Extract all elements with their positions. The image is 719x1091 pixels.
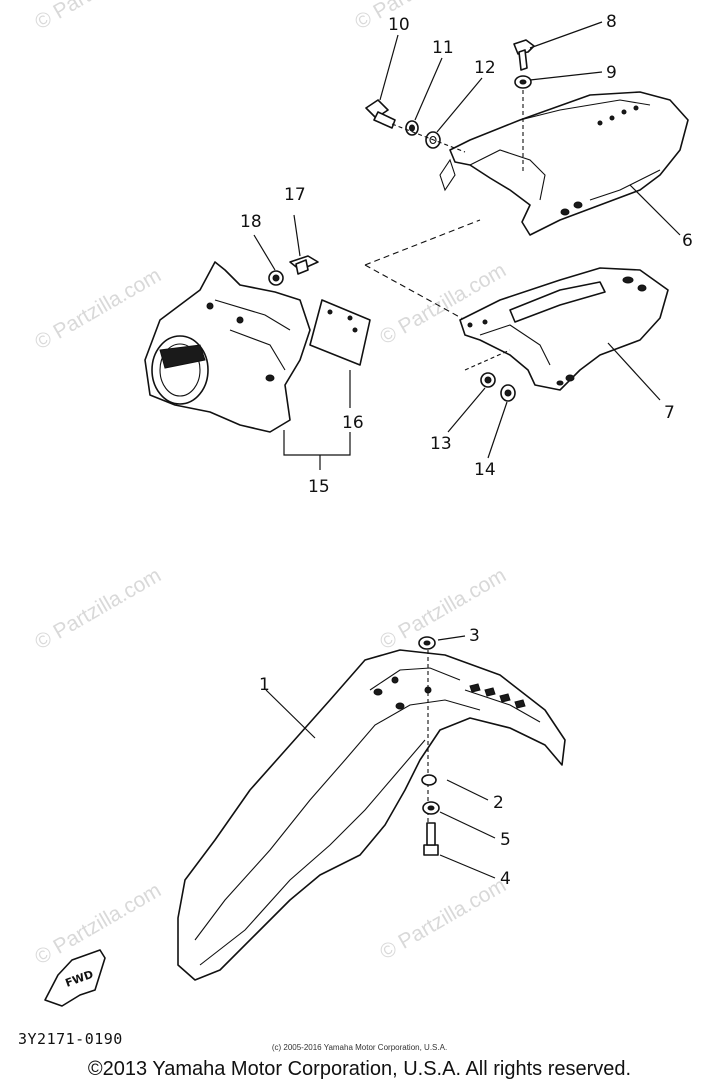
callout-11: 11 [432, 38, 454, 58]
plate-16-part [309, 299, 371, 366]
bolt-3-part [418, 636, 436, 650]
nut-14-part [500, 384, 516, 402]
washer-18-part [268, 270, 284, 286]
watermark: © Partzilla.com [31, 564, 165, 655]
callout-5: 5 [500, 830, 511, 850]
bolt-10-part [365, 99, 396, 129]
washer-5-part [422, 801, 440, 815]
bolt-17-part [289, 255, 319, 275]
leader-lines [253, 21, 681, 879]
callout-4: 4 [500, 869, 511, 889]
callout-8: 8 [606, 12, 617, 32]
bolt-4-part [423, 822, 439, 856]
callout-7: 7 [664, 403, 675, 423]
nut-9-part [514, 75, 532, 89]
rear-fender-lower-part [459, 267, 669, 391]
washer-11-part [405, 120, 419, 136]
forward-direction-arrow-icon: FWD [44, 949, 106, 1007]
collar-2-part [421, 774, 437, 786]
callout-14: 14 [474, 460, 496, 480]
callout-labels: 1 2 3 4 5 6 7 8 9 10 11 12 13 14 15 16 1… [240, 12, 693, 889]
callout-3: 3 [469, 626, 480, 646]
watermark: © Partzilla.com [31, 0, 165, 34]
callout-16: 16 [342, 413, 364, 433]
callout-6: 6 [682, 231, 693, 251]
watermark: © Partzilla.com [376, 874, 510, 965]
small-copyright: (c) 2005-2016 Yamaha Motor Corporation, … [271, 1043, 448, 1052]
callout-17: 17 [284, 185, 306, 205]
callout-15: 15 [308, 477, 330, 497]
callout-13: 13 [430, 434, 452, 454]
copyright-footer: ©2013 Yamaha Motor Corporation, U.S.A. A… [87, 1058, 632, 1080]
diagram-part-code: 3Y2171-0190 [18, 1030, 123, 1048]
side-cover-part [144, 261, 311, 433]
watermark: © Partzilla.com [31, 264, 165, 355]
bolt-8-part [513, 39, 535, 71]
callout-1: 1 [259, 675, 270, 695]
rear-fender-upper-part [439, 91, 689, 236]
front-fender-part [177, 649, 566, 981]
watermark: © Partzilla.com [351, 0, 485, 34]
callout-18: 18 [240, 212, 262, 232]
watermark: © Partzilla.com [376, 564, 510, 655]
callout-12: 12 [474, 58, 496, 78]
nut-13-part [480, 372, 496, 388]
callout-9: 9 [606, 63, 617, 83]
callout-2: 2 [493, 793, 504, 813]
callout-10: 10 [388, 15, 410, 35]
